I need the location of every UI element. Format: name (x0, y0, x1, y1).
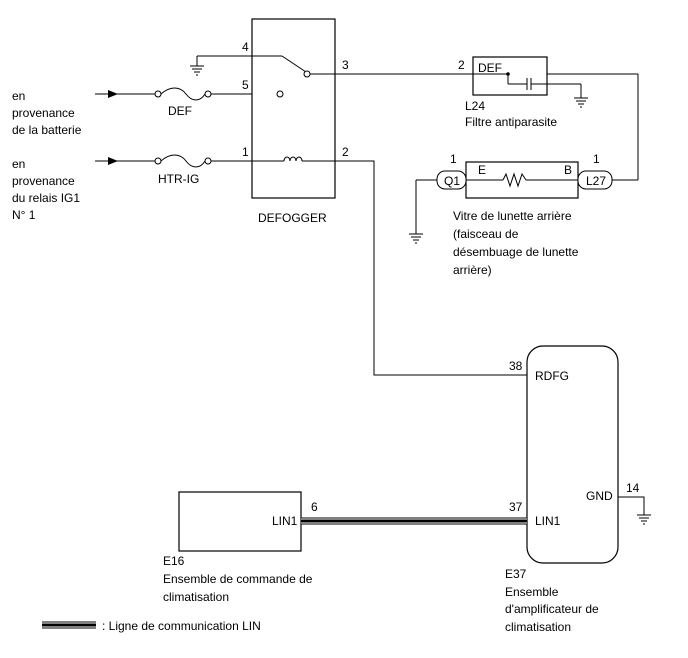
noise-filter-desc: Filtre antiparasite (465, 115, 557, 129)
legend: : Ligne de communication LIN (42, 619, 261, 633)
amplifier-lin-label: LIN1 (535, 514, 561, 528)
noise-filter-code: L24 (465, 99, 485, 113)
amplifier-gnd-label: GND (586, 489, 613, 503)
fuse-icon (160, 87, 206, 101)
noise-filter-inner-label: DEF (478, 61, 502, 75)
resistor-icon (502, 172, 527, 188)
terminal-icon (204, 90, 212, 98)
defogger-relay: 4 5 1 3 2 DEFOGGER (190, 18, 349, 225)
arrow-right-icon (108, 157, 118, 165)
control-code: E16 (163, 554, 185, 568)
rear-window-term-e: E (478, 163, 486, 177)
relay-line-3: du relais IG1 (12, 191, 80, 205)
ground-icon (409, 233, 423, 244)
amplifier-rdfg-label: RDFG (535, 369, 569, 383)
coil-icon (283, 156, 303, 162)
amplifier-e37: 38 RDFG 37 LIN1 GND 14 E37 Ensemble d'am… (505, 345, 651, 634)
rear-window-desc-1: Vitre de lunette arrière (453, 209, 572, 223)
control-e16: LIN1 6 E16 Ensemble de commande de clima… (163, 491, 318, 604)
fuse-icon (160, 154, 206, 168)
gnd-wire (618, 496, 645, 515)
connector-l27 (577, 170, 613, 190)
defogger-pin-5: 5 (242, 78, 249, 92)
terminal-icon (154, 90, 162, 98)
defogger-pin-1: 1 (242, 145, 249, 159)
ig1-wire: HTR-IG (95, 154, 285, 186)
rear-window-term-b: B (564, 163, 572, 177)
defogger-label: DEFOGGER (258, 211, 327, 225)
amplifier-code: E37 (505, 567, 527, 581)
battery-line-3: de la batterie (12, 123, 82, 137)
amplifier-pin-gnd: 14 (626, 481, 640, 495)
battery-line-1: en (12, 89, 25, 103)
terminal-icon (276, 90, 284, 98)
amplifier-pin-rdfg: 38 (509, 359, 523, 373)
control-pin-lin: 6 (311, 500, 318, 514)
rdfg-wire (335, 160, 527, 376)
battery-source-label: en provenance de la batterie (12, 89, 82, 137)
ground-icon (637, 514, 651, 525)
rear-window-pin-left: 1 (450, 152, 457, 166)
amplifier-desc-2: d'amplificateur de (505, 602, 599, 616)
control-desc-2: climatisation (163, 590, 229, 604)
legend-text: : Ligne de communication LIN (102, 619, 261, 633)
arrow-right-icon (108, 90, 118, 98)
connector-l27-label: L27 (586, 174, 606, 188)
ground-icon (190, 65, 204, 76)
noise-filter-l24: DEF 2 L24 Filtre antiparasite (458, 56, 588, 129)
lin-bus-line (301, 517, 527, 525)
def-output-wire (335, 73, 639, 181)
terminal-icon (204, 157, 212, 165)
defogger-pin-2: 2 (342, 145, 349, 159)
connector-q1-label: Q1 (444, 174, 460, 188)
noise-filter-pin: 2 (458, 58, 465, 72)
defogger-pin-4: 4 (242, 40, 249, 54)
terminal-icon (154, 157, 162, 165)
rear-window-pin-right: 1 (593, 152, 600, 166)
ground-icon (574, 97, 588, 108)
amplifier-pin-lin: 37 (509, 500, 523, 514)
rear-window-defogger: E B Q1 L27 1 1 Vitre de lunette arrière … (409, 152, 613, 277)
battery-line-2: provenance (12, 106, 75, 120)
rear-window-desc-4: arrière) (453, 263, 492, 277)
terminal-icon (303, 70, 311, 78)
amplifier-desc-3: climatisation (505, 620, 571, 634)
fuse-def-label: DEF (168, 104, 192, 118)
defogger-pin-3: 3 (342, 58, 349, 72)
amplifier-desc-1: Ensemble (505, 585, 559, 599)
control-lin-label: LIN1 (272, 514, 298, 528)
battery-wire: DEF (95, 87, 277, 118)
relay-line-4: N° 1 (12, 208, 36, 222)
rear-window-desc-2: (faisceau de (453, 227, 519, 241)
control-desc-1: Ensemble de commande de (163, 572, 313, 586)
relay-line-2: provenance (12, 174, 75, 188)
ig1-relay-source-label: en provenance du relais IG1 N° 1 (12, 157, 80, 222)
fuse-htr-ig-label: HTR-IG (158, 172, 199, 186)
relay-line-1: en (12, 157, 25, 171)
rear-window-desc-3: désembuage de lunette (453, 245, 579, 259)
relay-switch-icon (281, 55, 307, 73)
